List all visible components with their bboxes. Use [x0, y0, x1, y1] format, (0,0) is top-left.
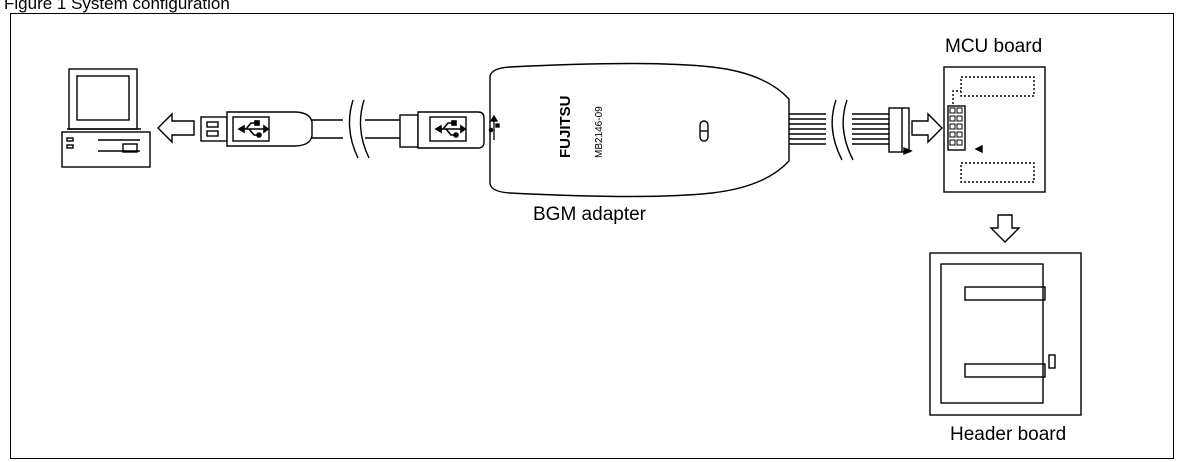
mcu-board [943, 66, 1046, 193]
header-board-label: Header board [950, 424, 1067, 445]
usb-symbol-icon [488, 114, 500, 140]
header-board [929, 252, 1082, 416]
pc-icon [61, 68, 151, 168]
arrow-right-to-mcu [911, 112, 943, 144]
adapter-brand: FUJITSU [557, 95, 574, 158]
usb-symbol-icon [237, 120, 270, 138]
diagram-frame [10, 13, 1174, 459]
usb-a-plug [200, 111, 313, 147]
usb-b-plug [399, 111, 485, 149]
usb-symbol-icon [434, 120, 467, 138]
ribbon-cable [789, 99, 892, 161]
bgm-adapter-label: BGM adapter [533, 204, 646, 225]
ribbon-connector [888, 107, 910, 153]
arrow-left-to-pc [157, 112, 195, 144]
bgm-adapter-body [489, 62, 790, 198]
figure-caption: Figure 1 System configuration [4, 0, 230, 13]
arrow-down-to-header [989, 214, 1021, 243]
mcu-board-label: MCU board [945, 36, 1043, 57]
adapter-model: MB2146-09 [594, 106, 605, 158]
